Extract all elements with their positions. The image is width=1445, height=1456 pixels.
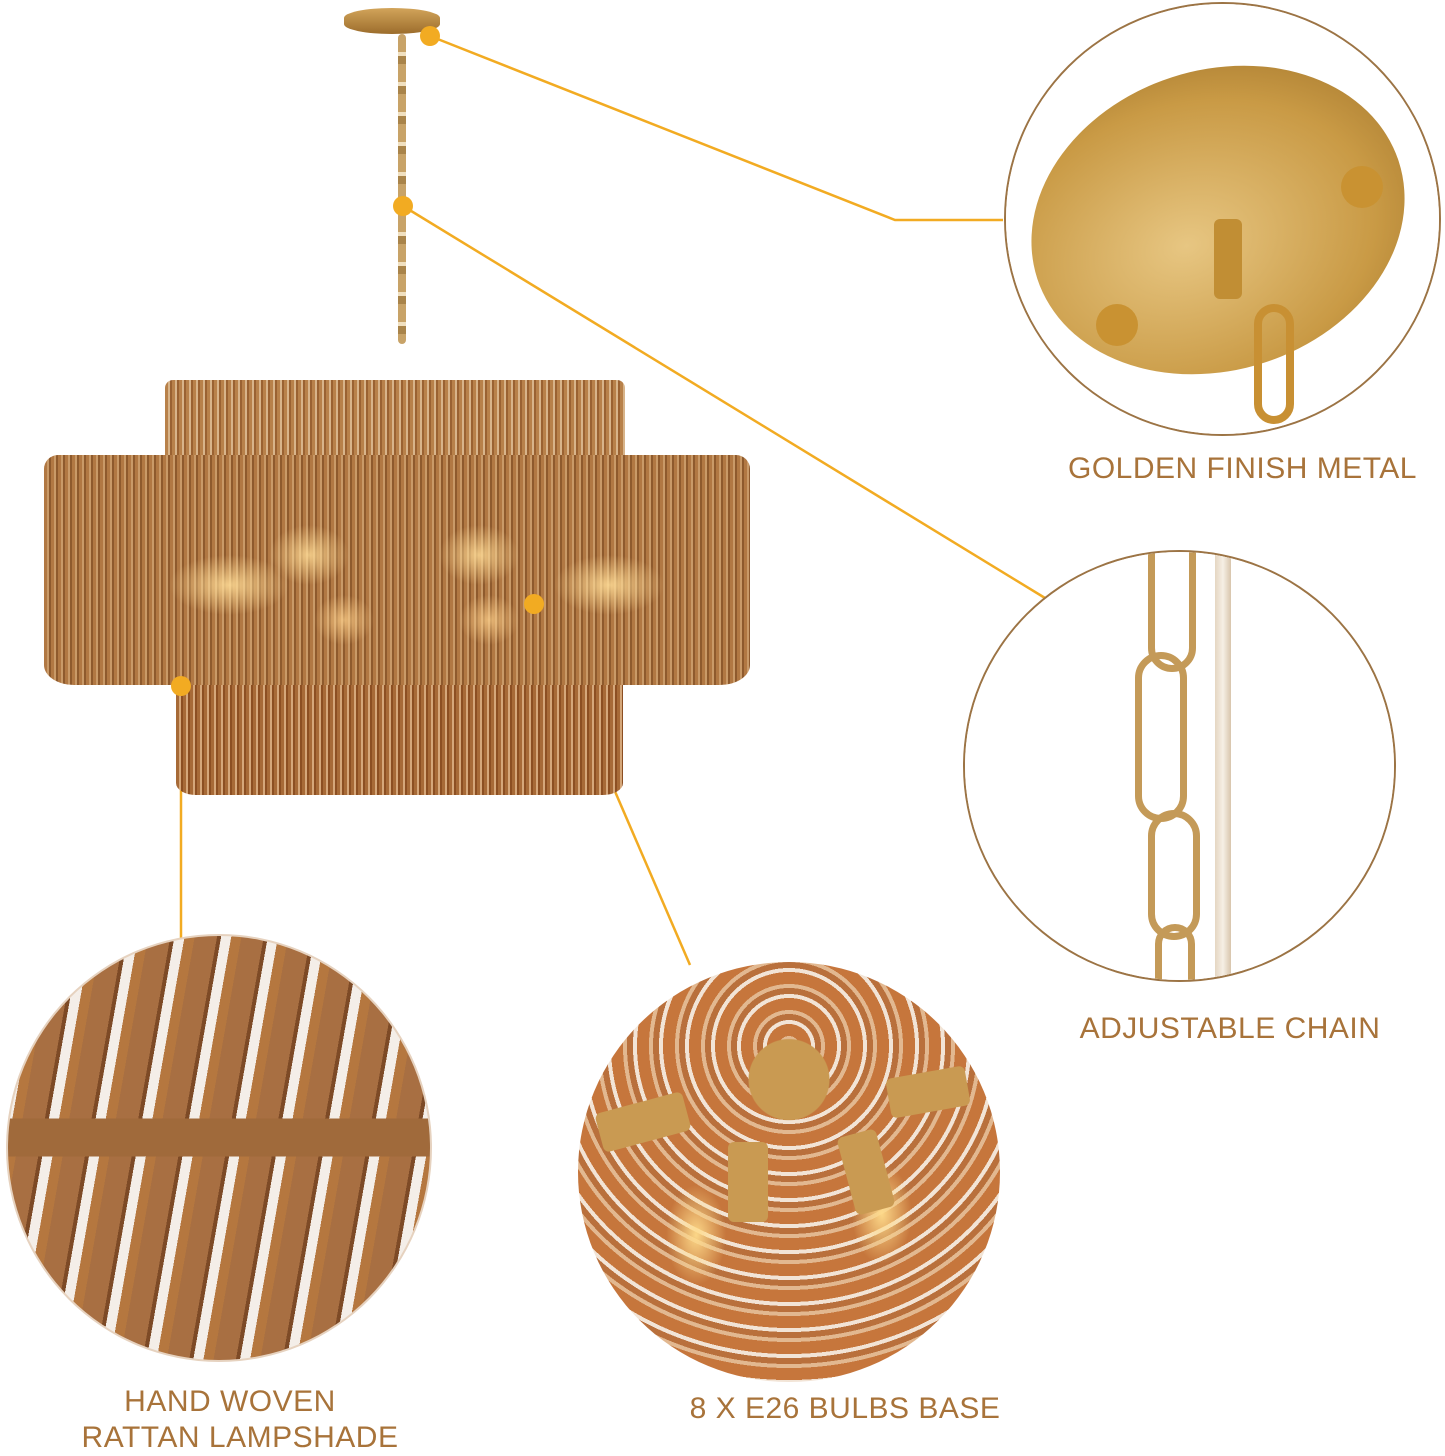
detail-ring-canopy [1004, 2, 1441, 436]
callout-line-chain [402, 204, 1046, 600]
sputnik-arm-left [594, 1091, 692, 1153]
sputnik-arm-front-right [836, 1128, 896, 1216]
label-e26-bulbs-base: 8 X E26 BULBS BASE [689, 1392, 1001, 1425]
label-adjustable-chain: ADJUSTABLE CHAIN [1079, 1012, 1381, 1045]
chain-link-3 [1148, 810, 1200, 940]
callout-line-canopy [429, 34, 1003, 222]
canopy-screw-left [1096, 304, 1138, 346]
detail-chain-image [965, 552, 1394, 980]
callout-dot-chain [393, 196, 413, 216]
hanging-chain [398, 34, 406, 344]
sputnik-arm-right [885, 1065, 971, 1119]
detail-bulbs-base-image [578, 962, 1000, 1382]
canopy-hook [1214, 219, 1242, 299]
callout-dot-shade [171, 676, 191, 696]
shade-middle-tier [44, 455, 750, 685]
canopy-chain-link [1254, 304, 1294, 424]
chain-cord [1215, 552, 1231, 980]
label-rattan-lampshade: RATTAN LAMPSHADE [81, 1421, 399, 1454]
sputnik-arm-front-left [728, 1142, 768, 1222]
detail-rattan-weave-image [6, 934, 432, 1362]
label-hand-woven: HAND WOVEN [124, 1385, 336, 1418]
detail-canopy-image [1006, 4, 1439, 434]
detail-ring-chain [963, 550, 1396, 982]
chain-link-2 [1135, 652, 1187, 822]
shade-bottom-tier [176, 685, 623, 795]
chain-link-4 [1155, 924, 1195, 980]
callout-dot-bulbs [524, 594, 544, 614]
callout-dot-canopy [420, 26, 440, 46]
canopy-screw-right [1341, 166, 1383, 208]
label-golden-finish-metal: GOLDEN FINISH METAL [1068, 452, 1417, 485]
